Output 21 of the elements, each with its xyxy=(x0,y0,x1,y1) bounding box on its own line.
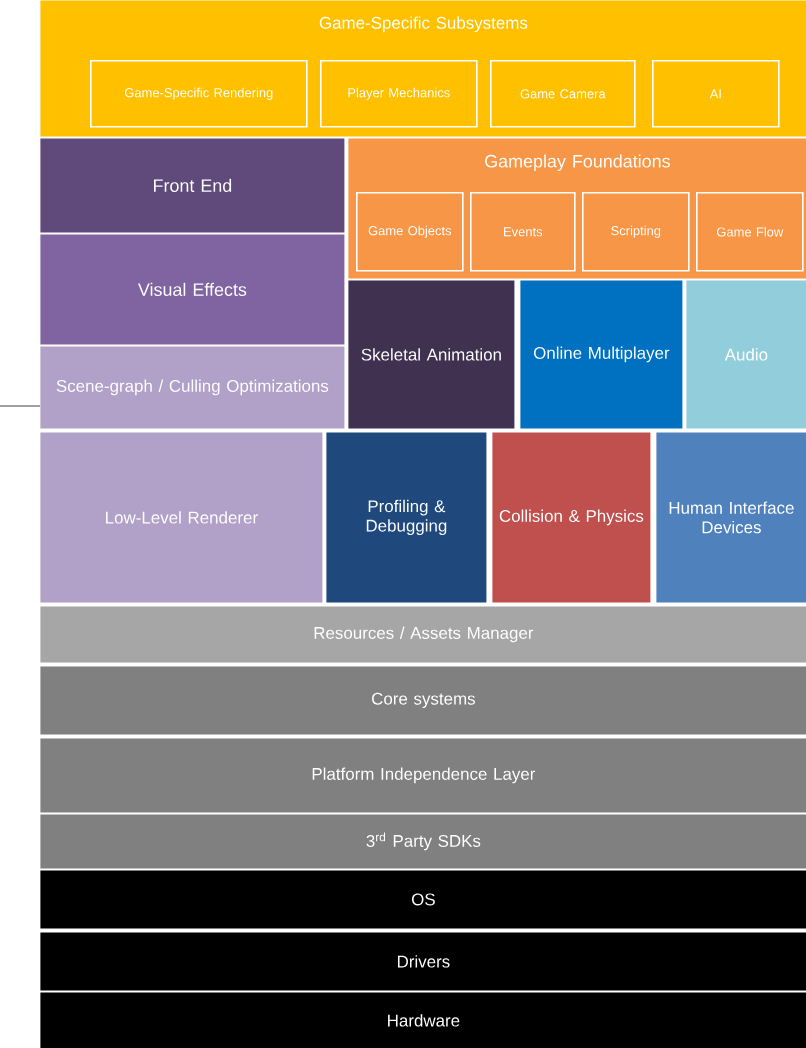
node-label: Platform Independence Layer xyxy=(312,767,536,784)
layer-box: Audio xyxy=(686,280,806,429)
layer-box: OS xyxy=(40,870,806,929)
layer-box: Skeletal Animation xyxy=(348,280,515,429)
layer-box: Low-Level Renderer xyxy=(40,432,323,603)
node-label: 3$^{rd}$ Party SDKs xyxy=(366,832,481,851)
layer-box: Hardware xyxy=(40,992,806,1048)
layer-box: Drivers xyxy=(40,932,806,991)
layer-box: Platform Independence Layer xyxy=(40,738,806,813)
layer-box: Human Interface Devices xyxy=(656,432,806,603)
layer-box: Core systems xyxy=(40,666,806,735)
layer-box: Profiling & Debugging xyxy=(326,432,487,603)
layer-box: Front End xyxy=(40,138,345,233)
layer-box: Resources / Assets Manager xyxy=(40,606,806,663)
layer-box: Collision & Physics xyxy=(492,432,651,603)
layer-box: Scene-graph / Culling Optimizations xyxy=(40,346,345,429)
layer-box: Visual Effects xyxy=(40,234,345,345)
layer-box: 3$^{rd}$ Party SDKs xyxy=(40,814,806,869)
node-label: Drivers xyxy=(397,955,450,968)
layer-box: Online Multiplayer xyxy=(520,280,683,429)
node-label: Hardware xyxy=(388,1014,460,1027)
